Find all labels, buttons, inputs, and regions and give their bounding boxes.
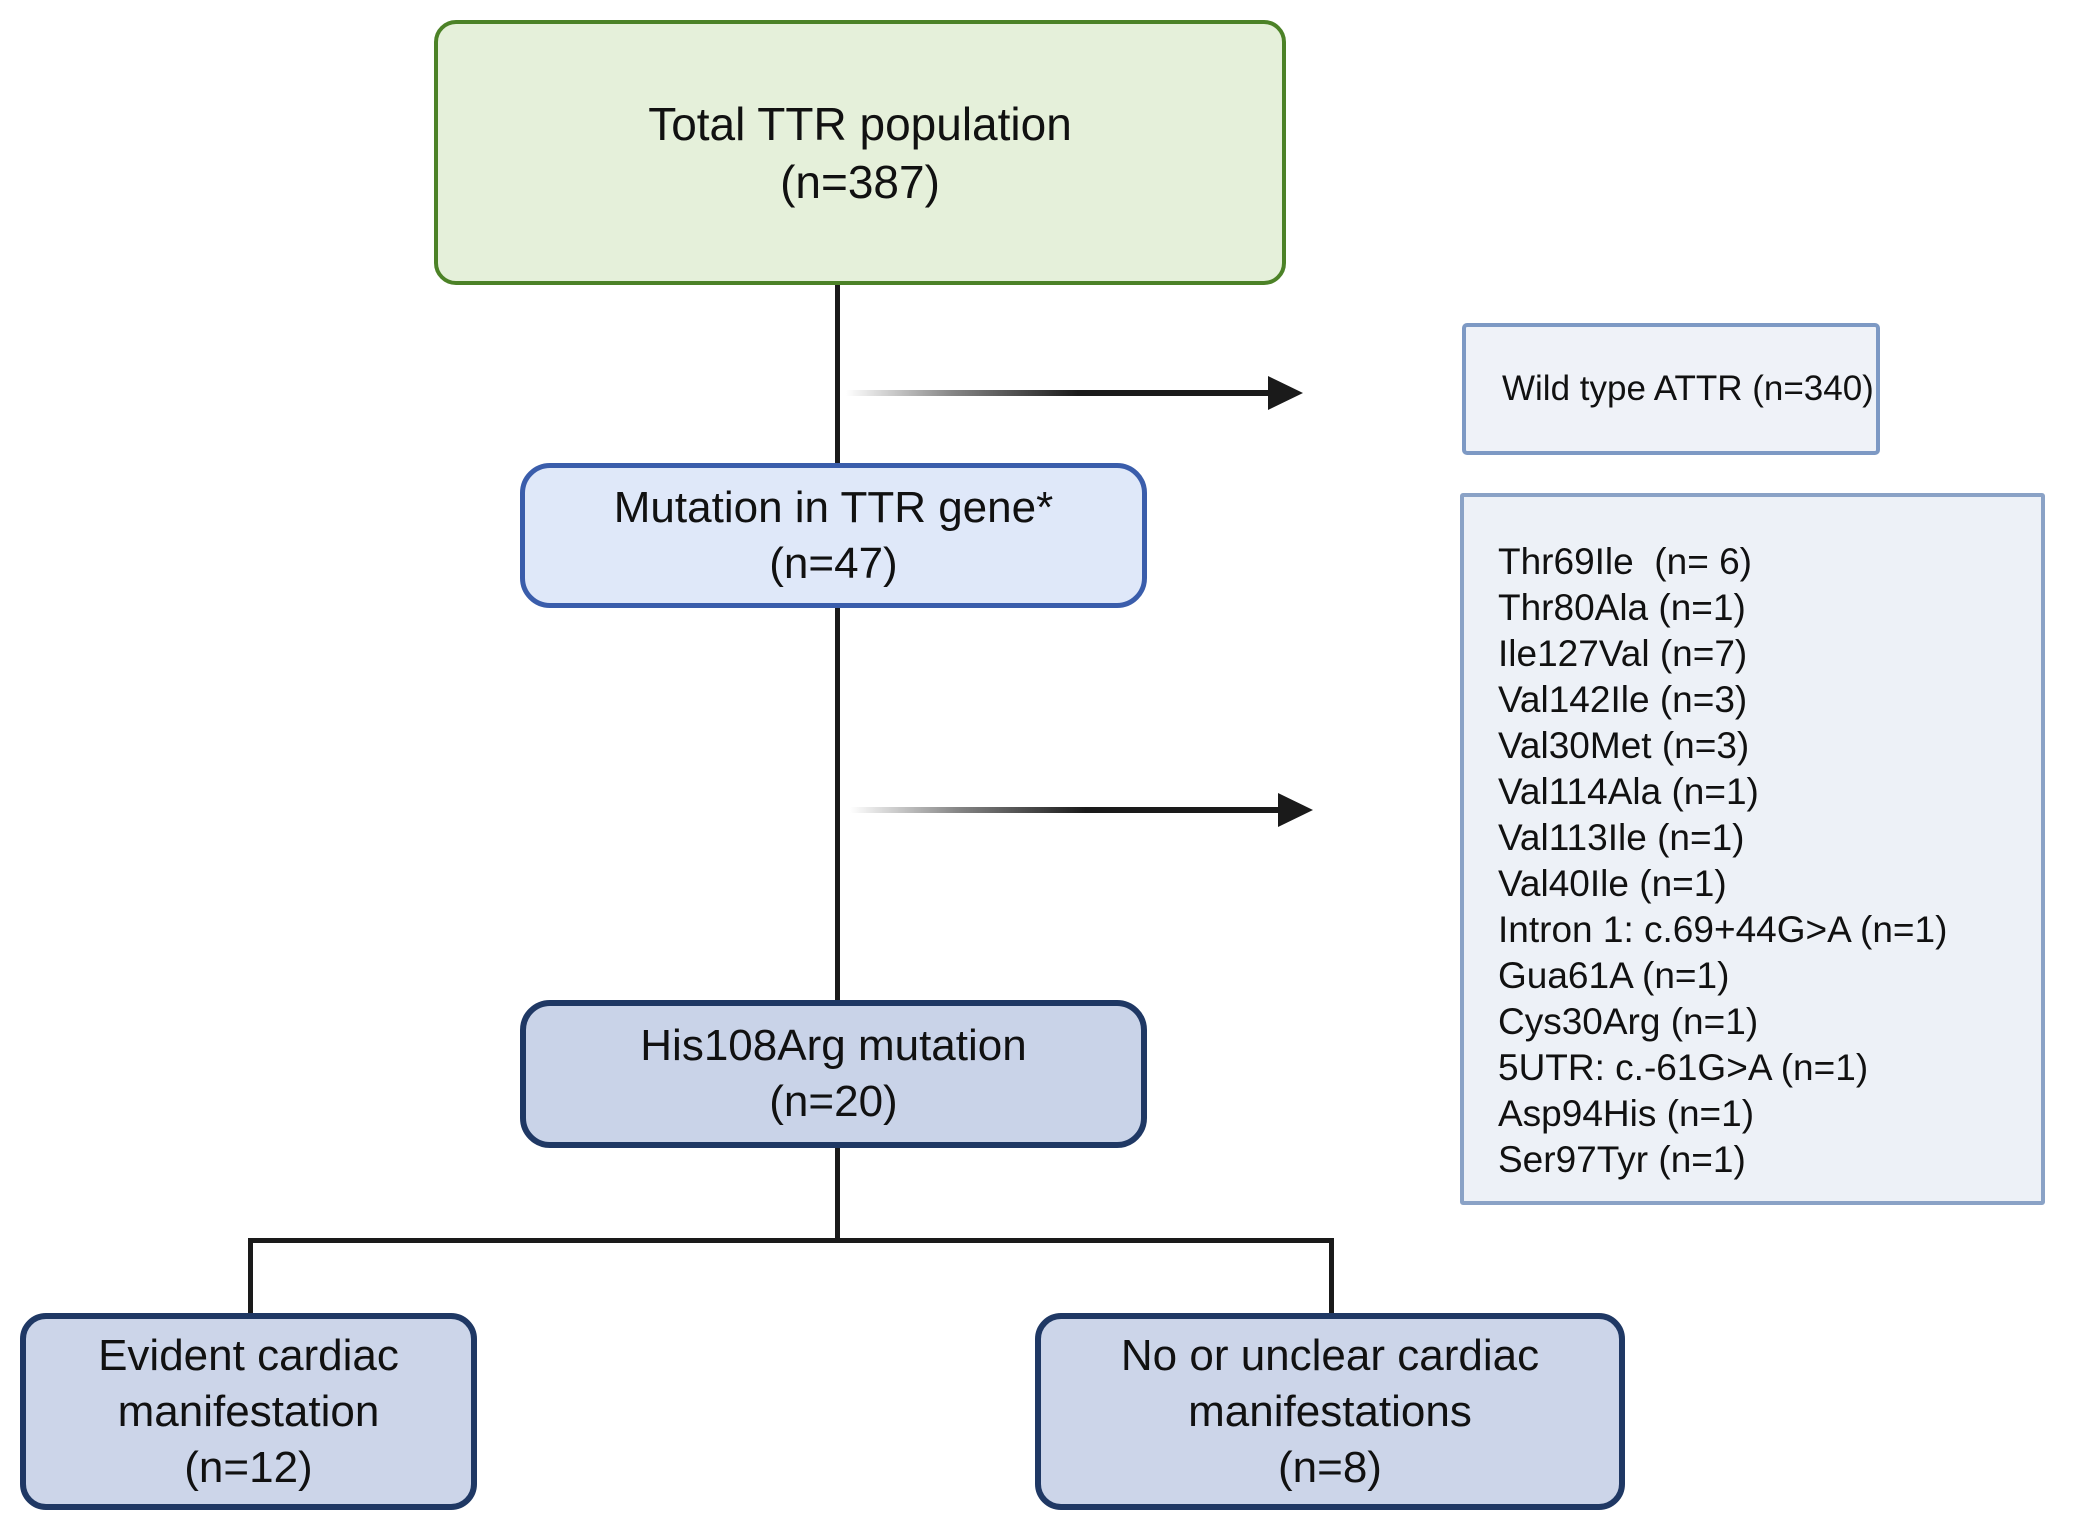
node-label-line: Wild type ATTR (n=340) <box>1502 369 1874 408</box>
mutation-list-item: Asp94His (n=1) <box>1498 1093 1755 1134</box>
node-total-ttr-population: Total TTR population (n=387) <box>434 20 1286 285</box>
mutation-list-item: Ser97Tyr (n=1) <box>1498 1139 1746 1180</box>
connector-total-to-mutation <box>835 283 840 465</box>
mutation-list-item: Intron 1: c.69+44G>A (n=1) <box>1498 909 1948 950</box>
mutation-list: Thr69Ile (n= 6) Thr80Ala (n=1) Ile127Val (… <box>1460 493 2045 1205</box>
connector-his108arg-to-branch <box>835 1146 840 1242</box>
node-no-or-unclear-cardiac-manifestations: No or unclear cardiac manifestations (n=… <box>1035 1313 1625 1510</box>
arrowhead-wild-type-icon <box>1268 376 1303 410</box>
node-label-line: Evident cardiac <box>98 1330 399 1380</box>
arrowhead-mutation-list-icon <box>1278 793 1313 827</box>
node-mutation-in-ttr-gene: Mutation in TTR gene* (n=47) <box>520 463 1147 608</box>
mutation-list-item: 5UTR: c.-61G>A (n=1) <box>1498 1047 1869 1088</box>
connector-mutation-to-his108arg <box>835 606 840 1002</box>
node-label-line: His108Arg mutation <box>640 1021 1027 1070</box>
connector-branch-horizontal <box>248 1238 1334 1243</box>
node-count: (n=20) <box>769 1077 898 1126</box>
node-label-line: Mutation in TTR gene* <box>613 482 1054 532</box>
mutation-list-item: Val40Ile (n=1) <box>1498 863 1727 904</box>
mutation-list-item: Val114Ala (n=1) <box>1498 771 1759 812</box>
mutation-list-item: Thr80Ala (n=1) <box>1498 587 1746 628</box>
node-count: (n=387) <box>780 155 940 208</box>
mutation-list-item: Val142Ile (n=3) <box>1498 679 1748 720</box>
node-label-line: manifestations <box>1188 1386 1472 1436</box>
mutation-list-item: Thr69Ile (n= 6) <box>1498 541 1752 582</box>
node-label-line: manifestation <box>117 1386 380 1436</box>
node-wild-type-attr: Wild type ATTR (n=340) <box>1462 323 1880 455</box>
mutation-list-item: Cys30Arg (n=1) <box>1498 1001 1759 1042</box>
mutation-list-item: Val113Ile (n=1) <box>1498 817 1745 858</box>
mutation-list-item: Val30Met (n=3) <box>1498 725 1750 766</box>
node-label-line: No or unclear cardiac <box>1120 1330 1540 1380</box>
arrow-to-mutation-list <box>850 807 1278 813</box>
arrow-to-wild-type <box>846 390 1268 396</box>
node-count: (n=47) <box>769 538 898 588</box>
connector-drop-unclear <box>1329 1238 1334 1315</box>
mutation-list-item: Gua61A (n=1) <box>1498 955 1730 996</box>
node-count: (n=8) <box>1278 1442 1382 1492</box>
node-his108arg-mutation: His108Arg mutation (n=20) <box>520 1000 1147 1148</box>
connector-drop-evident <box>248 1238 253 1315</box>
node-label-line: Total TTR population <box>648 97 1072 150</box>
mutation-list-item: Ile127Val (n=7) <box>1498 633 1748 674</box>
node-evident-cardiac-manifestation: Evident cardiac manifestation (n=12) <box>20 1313 477 1510</box>
node-count: (n=12) <box>184 1442 313 1492</box>
